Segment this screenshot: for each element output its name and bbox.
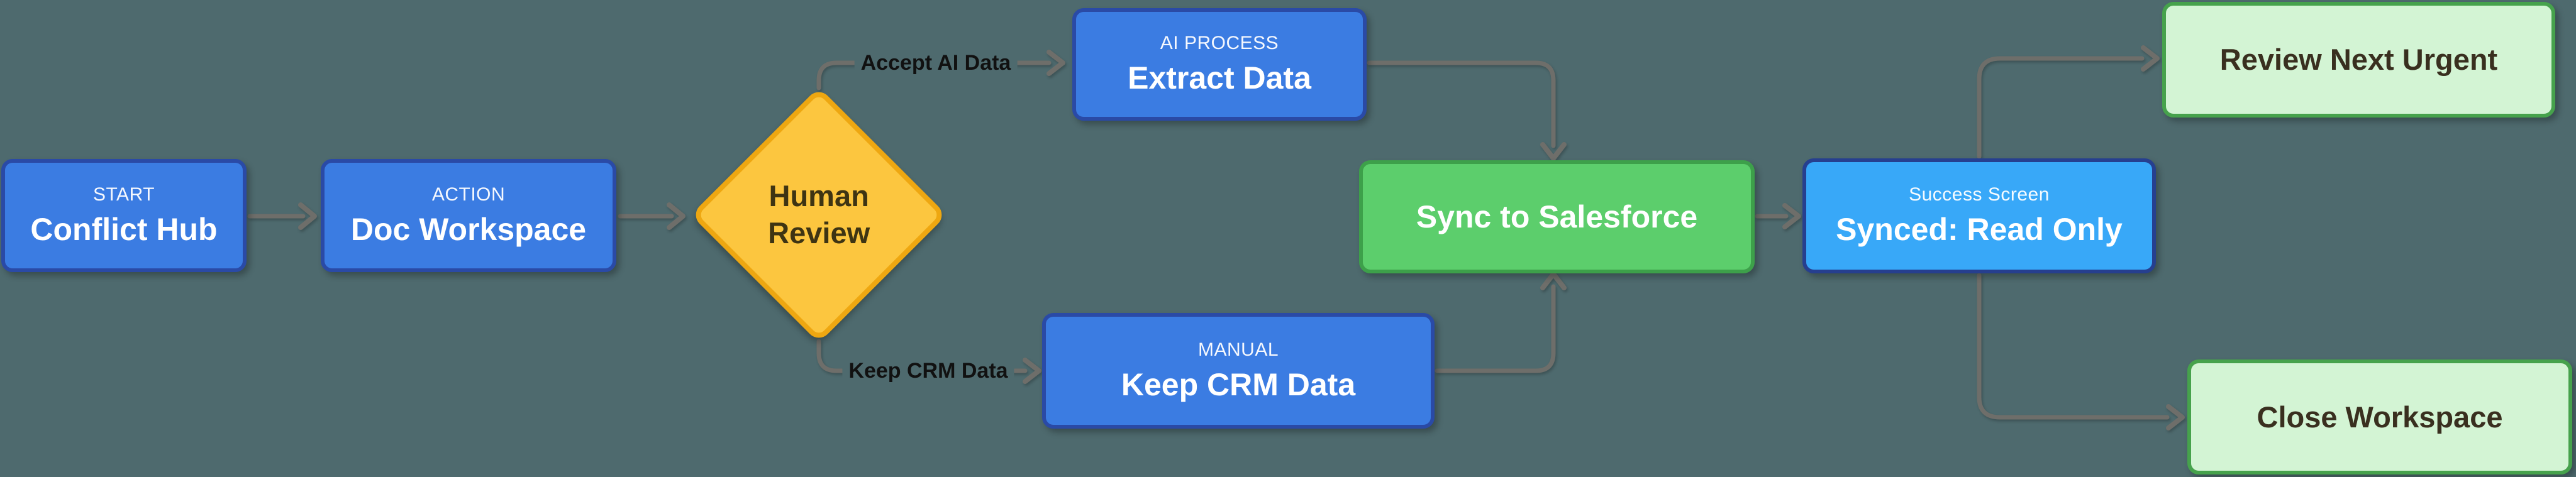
edge-success-closeworkspace: [1977, 273, 2170, 420]
node-close-workspace: Close Workspace: [2187, 359, 2572, 474]
edge-success-closeworkspace-arrowhead: [2166, 404, 2185, 430]
node-conflict-hub: START Conflict Hub: [1, 159, 247, 272]
node-doc-workspace: ACTION Doc Workspace: [321, 159, 616, 272]
node-doc-workspace-title: Doc Workspace: [350, 211, 587, 247]
node-conflict-hub-tag: START: [92, 184, 155, 205]
edge-label-keep-crm-data: Keep CRM Data: [842, 359, 1014, 383]
edge-docworkspace-humanreview-arrowhead: [667, 202, 686, 230]
node-keep-crm-data: MANUAL Keep CRM Data: [1042, 313, 1435, 429]
edge-humanreview-keepcrm-arrowhead: [1023, 358, 1041, 384]
node-keep-crm-data-title: Keep CRM Data: [1121, 366, 1356, 402]
edge-extractdata-sync: [1367, 60, 1556, 148]
edge-label-accept-ai-data: Accept AI Data: [854, 51, 1018, 75]
node-human-review-title: Human Review: [768, 179, 870, 249]
node-keep-crm-data-tag: MANUAL: [1197, 339, 1279, 360]
edge-extractdata-sync-arrowhead: [1540, 142, 1567, 161]
node-extract-data-title: Extract Data: [1128, 60, 1311, 96]
edge-humanreview-extractdata-stub: [816, 60, 862, 90]
edge-keepcrm-sync-arrowhead: [1540, 271, 1567, 290]
node-close-workspace-title: Close Workspace: [2257, 400, 2503, 434]
edge-success-reviewnext-arrowhead: [2141, 45, 2160, 72]
node-sync-to-salesforce: Sync to Salesforce: [1359, 160, 1755, 273]
edge-humanreview-extractdata-arrowhead: [1046, 50, 1065, 76]
node-success-screen-tag: Success Screen: [1909, 184, 2050, 206]
edge-keepcrm-sync: [1435, 284, 1556, 373]
node-success-screen: Success Screen Synced: Read Only: [1802, 158, 2156, 273]
edge-success-reviewnext: [1977, 56, 2145, 159]
node-doc-workspace-tag: ACTION: [431, 184, 506, 205]
node-review-next-urgent-title: Review Next Urgent: [2219, 43, 2498, 77]
edge-conflicthub-docworkspace-arrowhead: [298, 202, 317, 230]
node-review-next-urgent: Review Next Urgent: [2162, 2, 2555, 118]
node-sync-to-salesforce-title: Sync to Salesforce: [1416, 199, 1698, 234]
node-extract-data-tag: AI PROCESS: [1160, 33, 1279, 54]
edge-sync-success-arrowhead: [1782, 203, 1801, 229]
node-extract-data: AI PROCESS Extract Data: [1072, 8, 1367, 121]
node-success-screen-title: Synced: Read Only: [1836, 212, 2123, 248]
edge-humanreview-keepcrm-stub: [816, 339, 853, 373]
node-conflict-hub-title: Conflict Hub: [30, 211, 218, 247]
